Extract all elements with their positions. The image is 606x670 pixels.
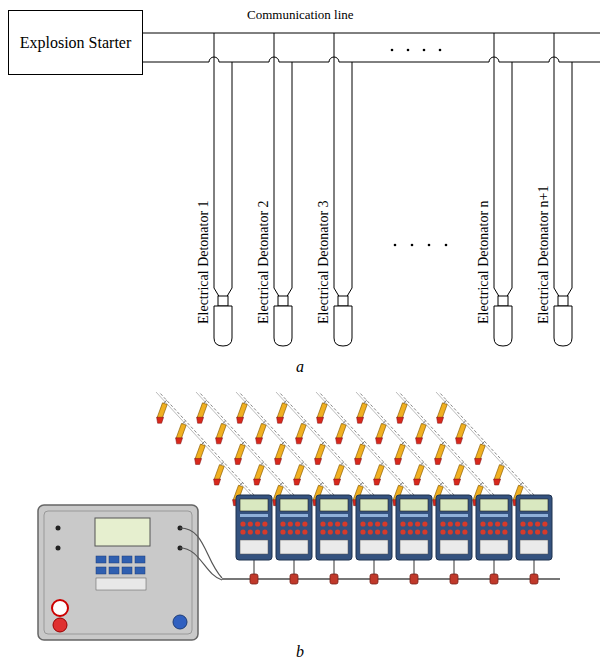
logo-mark bbox=[173, 615, 187, 629]
machine-screen bbox=[95, 518, 150, 546]
detonator bbox=[274, 33, 292, 346]
lead-wire bbox=[180, 548, 222, 580]
detonator bbox=[554, 33, 572, 346]
communication-line bbox=[143, 33, 600, 62]
firing-unit bbox=[316, 495, 352, 584]
blasting-machine bbox=[38, 505, 198, 640]
detonator-label: Electrical Detonator n bbox=[476, 200, 492, 324]
firing-unit bbox=[516, 495, 552, 584]
unit-row bbox=[236, 495, 552, 584]
machine-terminals bbox=[56, 526, 183, 551]
detonator bbox=[494, 33, 512, 346]
firing-unit bbox=[396, 495, 432, 584]
firing-unit bbox=[356, 495, 392, 584]
panel-label: b bbox=[296, 643, 304, 661]
detonator bbox=[214, 33, 232, 346]
firing-unit bbox=[476, 495, 512, 584]
detonator-symbols bbox=[214, 33, 572, 346]
lead-wire bbox=[180, 528, 222, 578]
arm-button bbox=[52, 600, 68, 616]
blasting-system-illustration bbox=[38, 392, 560, 640]
bus-line bbox=[222, 578, 560, 580]
detonator-grid bbox=[156, 392, 534, 506]
box-label: Explosion Starter bbox=[20, 34, 132, 52]
detonator-label: Electrical Detonator 2 bbox=[256, 200, 272, 324]
ellipsis-dots bbox=[391, 49, 448, 247]
detonator-label: Electrical Detonator n+1 bbox=[536, 185, 552, 324]
detonator-label: Electrical Detonator 1 bbox=[196, 200, 212, 324]
firing-unit bbox=[236, 495, 272, 584]
firing-unit bbox=[276, 495, 312, 584]
detonator bbox=[334, 33, 352, 346]
firing-unit bbox=[436, 495, 472, 584]
panel-label: a bbox=[296, 358, 304, 376]
line-label: Communication line bbox=[247, 7, 354, 23]
fire-button bbox=[53, 618, 67, 632]
machine-buttons bbox=[96, 556, 146, 590]
starter-box: Explosion Starter bbox=[8, 10, 143, 75]
detonator-label: Electrical Detonator 3 bbox=[316, 200, 332, 324]
